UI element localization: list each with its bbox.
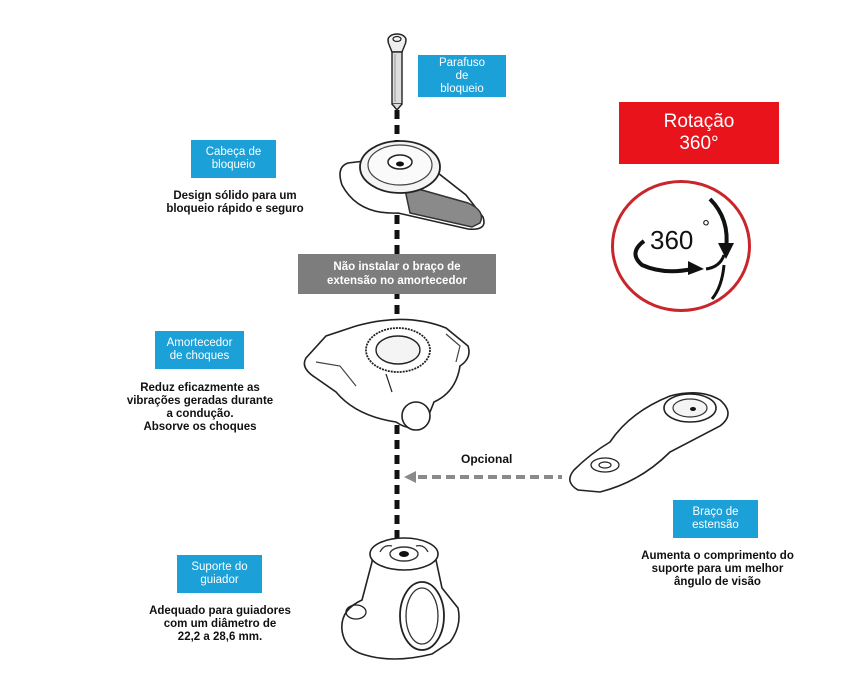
- label-arm-line-2: estensão: [692, 519, 739, 531]
- desc-shock-line-3: a condução.: [166, 408, 234, 420]
- desc-lock-head-line-1: Design sólido para um: [173, 190, 297, 202]
- label-lock-head: Cabeça de bloqueio: [191, 140, 276, 178]
- rotation-icon-number: 360: [650, 225, 694, 255]
- label-screw-line-2: de: [455, 69, 469, 82]
- label-lock-head-line-1: Cabeça de: [205, 146, 262, 158]
- label-screw-line-3: bloqueio: [440, 82, 484, 95]
- label-lock-head-line-2: bloqueio: [211, 159, 256, 171]
- handlebar-mount-illustration: [341, 537, 460, 660]
- desc-shock-line-2: vibrações geradas durante: [126, 395, 274, 407]
- warning-box: Não instalar o braço de extensão no amor…: [298, 254, 496, 294]
- description-handlebar-mount: Adequado para guiadores com um diâmetro …: [130, 605, 310, 644]
- desc-mount-line-3: 22,2 a 28,6 mm.: [177, 631, 263, 643]
- desc-arm-line-2: suporte para um melhor: [651, 563, 784, 575]
- label-screw-line-1: Parafuso: [438, 56, 486, 69]
- description-lock-head: Design sólido para um bloqueio rápido e …: [155, 190, 315, 216]
- rotation-title-line-1: Rotação: [663, 111, 735, 132]
- extension-arm-illustration: [569, 392, 729, 493]
- rotation-icon-degree: °: [702, 217, 710, 239]
- rotation-title-box: Rotação 360°: [619, 102, 779, 164]
- optional-label: Opcional: [461, 452, 513, 466]
- optional-arrow: [404, 471, 562, 483]
- label-handlebar-mount: Suporte do guiador: [177, 555, 262, 593]
- rotation-360-icon: 360 °: [611, 180, 751, 312]
- description-shock-absorber: Reduz eficazmente as vibrações geradas d…: [110, 382, 290, 434]
- shock-absorber-illustration: [303, 318, 470, 431]
- label-extension-arm: Braço de estensão: [673, 500, 758, 538]
- desc-mount-line-1: Adequado para guiadores: [149, 605, 291, 617]
- screw-illustration: [387, 33, 407, 112]
- label-mount-line-1: Suporte do: [191, 561, 248, 573]
- rotation-title-line-2: 360°: [679, 133, 719, 154]
- desc-mount-line-2: com um diâmetro de: [163, 618, 277, 630]
- arrow-head-icon: [404, 471, 416, 483]
- label-screw: Parafuso de bloqueio: [418, 55, 506, 97]
- desc-shock-line-4: Absorve os choques: [143, 421, 257, 433]
- desc-arm-line-1: Aumenta o comprimento do: [641, 550, 794, 562]
- rotation-arrows-icon: [633, 197, 734, 300]
- desc-shock-line-1: Reduz eficazmente as: [140, 382, 260, 394]
- desc-arm-line-3: ângulo de visão: [674, 576, 761, 588]
- label-shock-line-2: de choques: [169, 350, 230, 362]
- desc-lock-head-line-2: bloqueio rápido e seguro: [166, 203, 304, 215]
- label-arm-line-1: Braço de: [692, 506, 739, 518]
- warning-line-2: extensão no amortecedor: [327, 275, 467, 287]
- label-shock-line-1: Amortecedor: [166, 337, 233, 349]
- warning-line-1: Não instalar o braço de: [333, 261, 461, 273]
- lock-head-illustration: [339, 140, 485, 231]
- label-mount-line-2: guiador: [200, 574, 239, 586]
- description-extension-arm: Aumenta o comprimento do suporte para um…: [625, 550, 810, 589]
- label-shock-absorber: Amortecedor de choques: [155, 331, 244, 369]
